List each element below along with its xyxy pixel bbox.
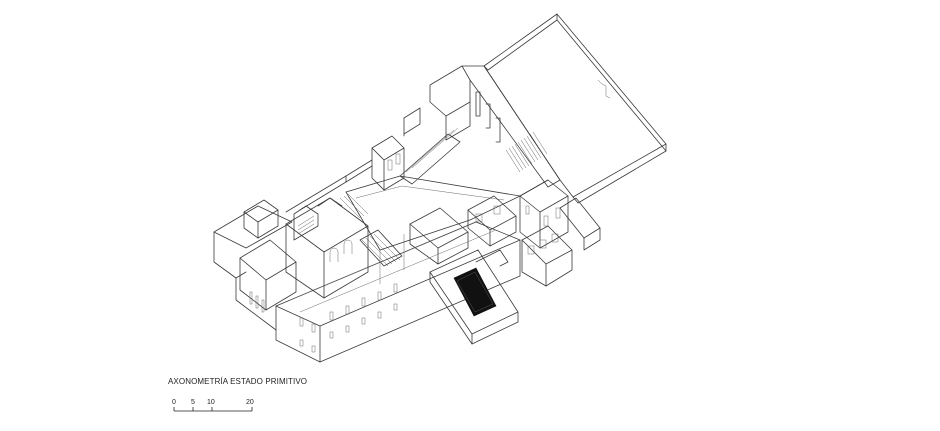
scale-label-20: 20	[246, 399, 254, 406]
pool-terrace	[429, 249, 519, 345]
lower-wing	[275, 219, 521, 363]
right-annex	[521, 197, 601, 287]
left-wing	[213, 199, 297, 331]
walled-courtyard	[483, 13, 667, 204]
pool	[453, 267, 497, 317]
church-block	[285, 193, 403, 299]
scale-bar	[173, 407, 253, 412]
scale-label-5: 5	[191, 399, 195, 406]
right-tower	[519, 179, 569, 249]
connecting-walls	[285, 175, 549, 284]
scale-label-10: 10	[207, 399, 215, 406]
drawing-caption: AXONOMETRÍA ESTADO PRIMITIVO	[168, 377, 308, 386]
upper-wing	[345, 65, 561, 191]
central-court	[345, 175, 521, 265]
scale-label-0: 0	[172, 399, 176, 406]
